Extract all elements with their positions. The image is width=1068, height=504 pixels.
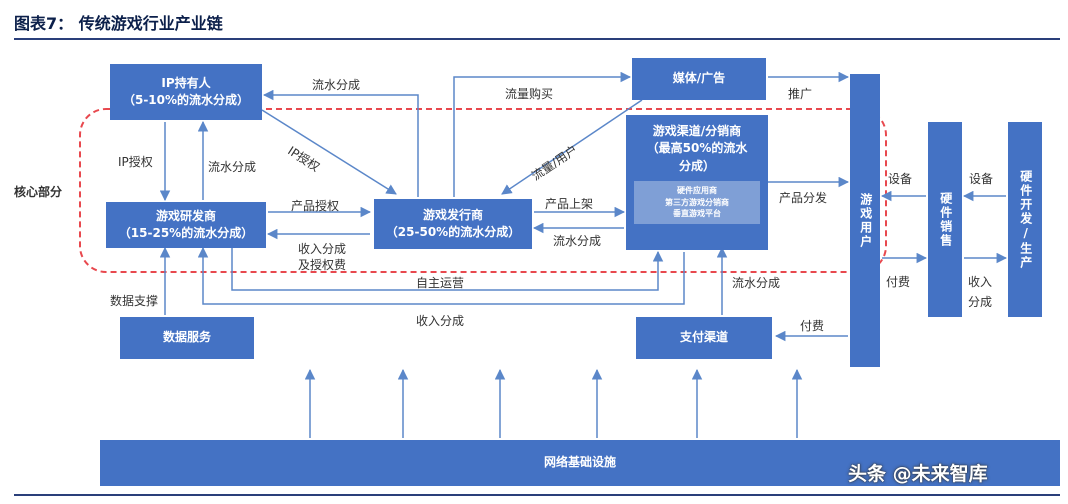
- publisher-share: （25-50%的流水分成）: [385, 225, 521, 239]
- core-region-outline: [79, 108, 887, 273]
- label-income-share-bottom: 收入分成: [416, 314, 465, 328]
- payment-title: 支付渠道: [679, 330, 728, 345]
- arrow-self-operate: [231, 248, 664, 291]
- users-title: 游戏用户: [858, 192, 873, 249]
- channel-subtype-thirdparty: 第三方游戏分销商: [665, 197, 729, 207]
- label-product-listing: 产品上架: [545, 197, 594, 211]
- hardware-sales-title: 硬件销售: [938, 191, 953, 248]
- network-infra-title: 网络基础设施: [543, 455, 616, 470]
- label-revshare-channel: 流水分成: [553, 234, 602, 248]
- label-device-1: 设备: [888, 172, 913, 186]
- label-device-2: 设备: [969, 172, 994, 186]
- label-ip-license: IP授权: [118, 155, 153, 169]
- core-section-label: 核心部分: [14, 185, 63, 199]
- label-pay-hardware: 付费: [886, 275, 911, 289]
- arrow-publisher-to-ip: [262, 89, 419, 197]
- developer-share: （15-25%的流水分成）: [118, 226, 254, 240]
- watermark: 头条 @未来智库: [848, 463, 988, 485]
- ip-holder-share: （5-10%的流水分成）: [122, 93, 250, 107]
- bottom-rule: [14, 494, 1060, 496]
- data-service-title: 数据服务: [162, 330, 211, 345]
- label-promote: 推广: [788, 87, 813, 101]
- label-income-share-1: 收入分成: [298, 242, 347, 256]
- arrow-traffic-buy: [453, 71, 632, 197]
- label-income-share-hw-1: 收入: [968, 275, 993, 289]
- users-box: 游戏用户: [850, 74, 880, 367]
- arrow-income-bottom: [197, 246, 685, 305]
- label-pay-payment: 付费: [800, 319, 825, 333]
- channel-share-1: （最高50%的流水: [646, 141, 748, 156]
- ip-holder-title: IP持有人: [161, 75, 211, 90]
- payment-box: 支付渠道: [636, 317, 772, 359]
- hardware-dev-box: 硬件开发/生产: [1008, 122, 1042, 317]
- figure-title: 图表7： 传统游戏行业产业链: [14, 14, 223, 33]
- label-traffic-buy: 流量购买: [505, 87, 554, 101]
- channel-title: 游戏渠道/分销商: [652, 124, 742, 138]
- developer-title: 游戏研发商: [155, 208, 216, 223]
- hardware-dev-title: 硬件开发/生产: [1018, 169, 1033, 270]
- channel-subtype-vertical: 垂直游戏平台: [673, 209, 721, 219]
- label-product-license: 产品授权: [291, 199, 340, 213]
- data-service-box: 数据服务: [120, 317, 254, 359]
- label-data-support: 数据支撑: [110, 294, 159, 308]
- label-ip-revshare: 流水分成: [208, 160, 257, 174]
- label-ip-revshare-top: 流水分成: [312, 78, 361, 92]
- developer-box: 游戏研发商 （15-25%的流水分成）: [106, 202, 266, 248]
- media-title: 媒体/广告: [672, 71, 726, 86]
- publisher-title: 游戏发行商: [422, 207, 483, 222]
- label-income-share-2: 及授权费: [298, 258, 347, 272]
- label-product-dist: 产品分发: [779, 191, 828, 205]
- ip-holder-box: IP持有人 （5-10%的流水分成）: [110, 64, 262, 120]
- arrow-traffic-users: [501, 99, 643, 195]
- label-revshare-payment: 流水分成: [732, 276, 781, 290]
- label-income-share-hw-2: 分成: [968, 295, 993, 309]
- media-box: 媒体/广告: [632, 58, 766, 100]
- channel-share-2: 分成）: [678, 158, 715, 173]
- channel-subtype-hardware: 硬件应用商: [677, 186, 717, 196]
- network-infra-box: 网络基础设施: [100, 440, 1060, 486]
- channel-box: 游戏渠道/分销商 （最高50%的流水 分成） 硬件应用商 第三方游戏分销商 垂直…: [626, 115, 768, 250]
- channel-subtypes: 硬件应用商 第三方游戏分销商 垂直游戏平台: [634, 181, 760, 224]
- arrow-ip-diag: [261, 109, 397, 195]
- publisher-box: 游戏发行商 （25-50%的流水分成）: [374, 199, 532, 249]
- hardware-sales-box: 硬件销售: [928, 122, 962, 317]
- label-self-operate: 自主运营: [416, 276, 465, 290]
- title-rule: [14, 38, 1060, 40]
